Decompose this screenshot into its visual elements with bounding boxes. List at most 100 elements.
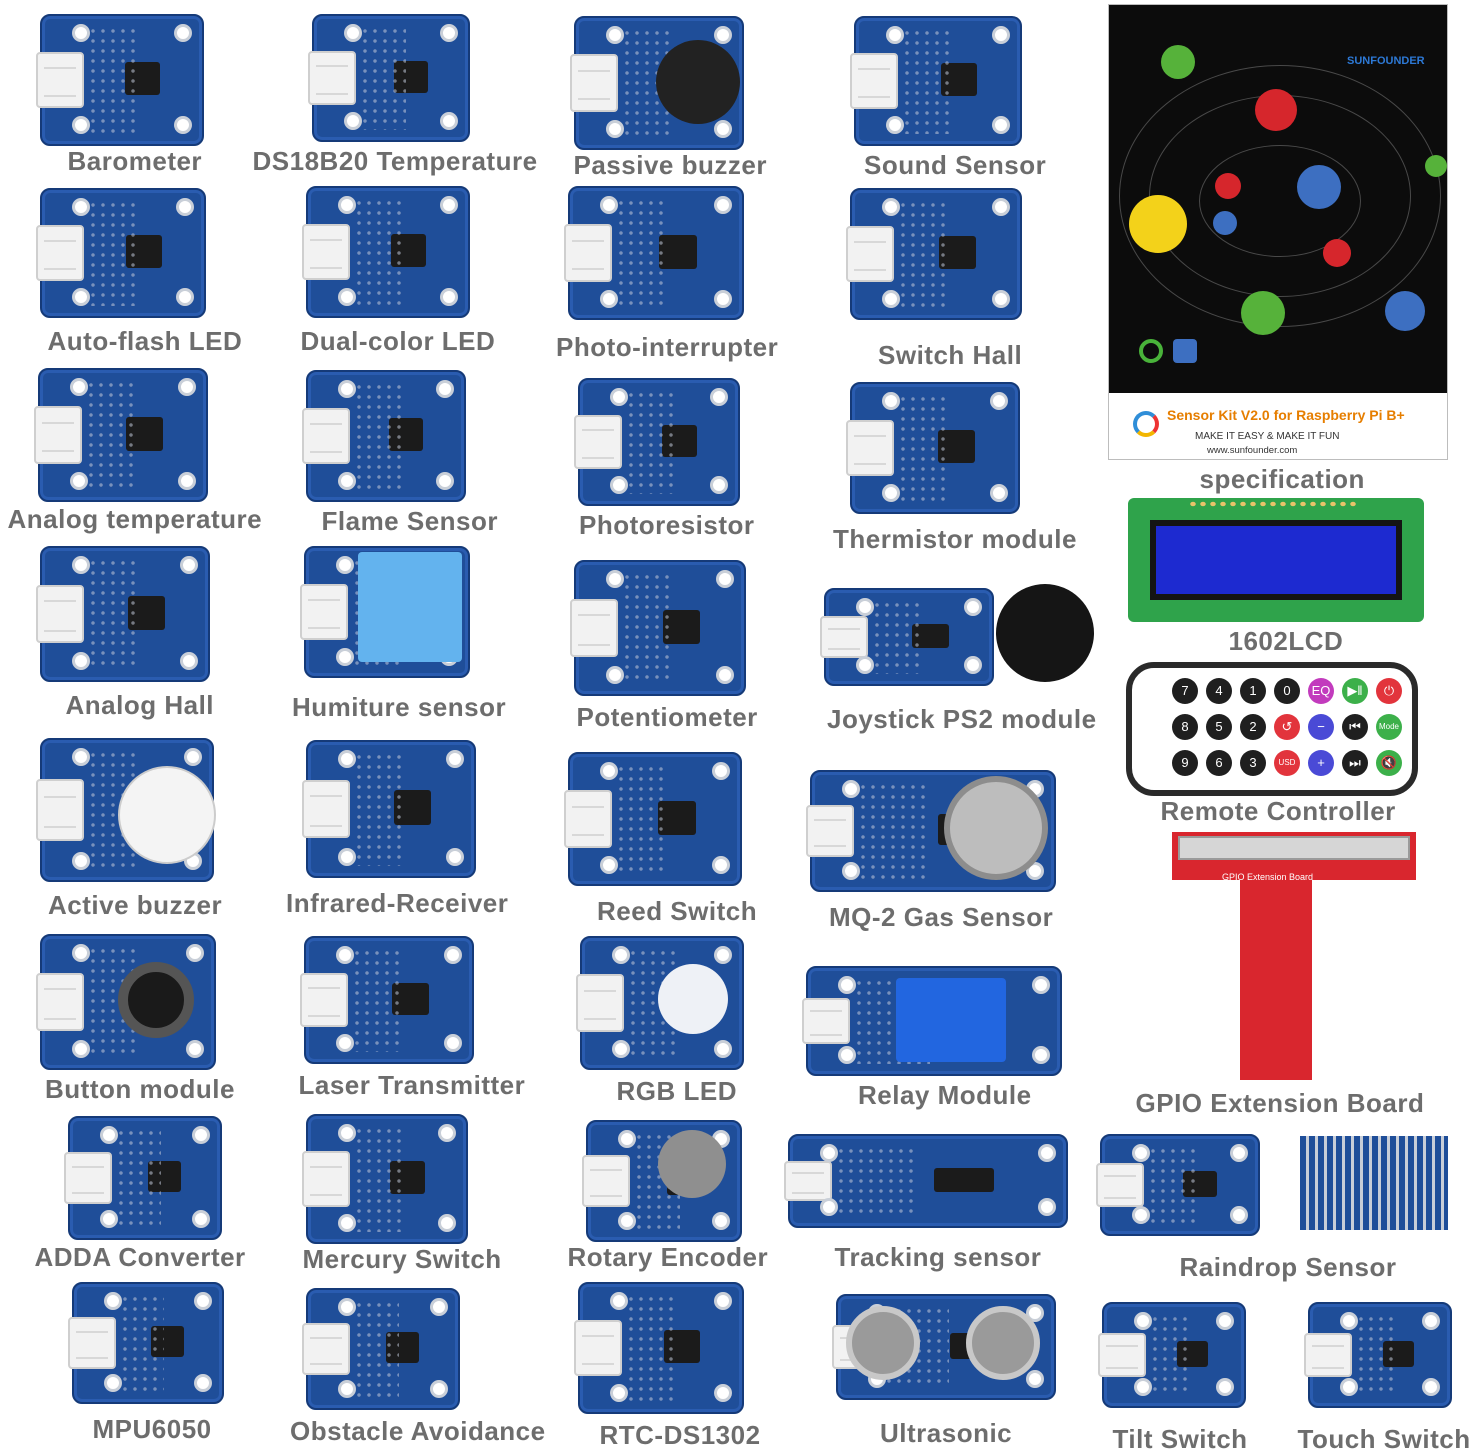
sound-sensor-board bbox=[850, 16, 1022, 146]
laser-transmitter-board bbox=[300, 936, 474, 1064]
ultrasonic-eye-left-icon bbox=[846, 1306, 920, 1380]
remote-key: 1 bbox=[1240, 678, 1266, 704]
tracking-sensor-board bbox=[784, 1134, 1068, 1228]
dual-color-led-label: Dual-color LED bbox=[300, 326, 496, 356]
analog-hall-label: Analog Hall bbox=[65, 690, 215, 720]
rgb-led-icon bbox=[658, 964, 728, 1034]
switch-hall-label: Switch Hall bbox=[878, 340, 1023, 370]
remote-key: USD bbox=[1274, 750, 1300, 776]
remote-key: + bbox=[1308, 750, 1334, 776]
switch-hall-board bbox=[846, 188, 1022, 320]
barometer-board bbox=[36, 14, 204, 146]
obstacle-avoidance-label: Obstacle Avoidance bbox=[290, 1416, 546, 1446]
mercury-switch-label: Mercury Switch bbox=[302, 1244, 502, 1274]
1602lcd-label: 1602LCD bbox=[1228, 626, 1344, 656]
flame-sensor-board bbox=[302, 370, 466, 502]
remote-key: 4 bbox=[1206, 678, 1232, 704]
remote-key: 8 bbox=[1172, 714, 1198, 740]
poster-url: www.sunfounder.com bbox=[1207, 445, 1298, 456]
potentiometer-label: Potentiometer bbox=[576, 702, 758, 732]
remote-key: 2 bbox=[1240, 714, 1266, 740]
mpu6050-label: MPU6050 bbox=[92, 1414, 212, 1444]
infrared-receiver-board bbox=[302, 740, 476, 878]
rgb-led-label: RGB LED bbox=[616, 1076, 737, 1106]
analog-temperature-label: Analog temperature bbox=[7, 504, 263, 534]
remote-key: − bbox=[1308, 714, 1334, 740]
remote-key: ⏮ bbox=[1342, 714, 1368, 740]
remote-key: 3 bbox=[1240, 750, 1266, 776]
mercury-switch-board bbox=[302, 1114, 468, 1244]
gpio-header bbox=[1178, 836, 1410, 860]
rtc-ds1302-board bbox=[574, 1282, 744, 1414]
tilt-switch-label: Tilt Switch bbox=[1112, 1424, 1248, 1454]
tilt-switch-board bbox=[1098, 1302, 1246, 1408]
flame-sensor-label: Flame Sensor bbox=[321, 506, 499, 536]
humidity-sensor-grid-icon bbox=[358, 552, 462, 662]
gpio-board-stem bbox=[1240, 880, 1312, 1080]
poster-title: Sensor Kit V2.0 for Raspberry Pi B+ bbox=[1167, 407, 1405, 423]
raindrop-sensor-board bbox=[1096, 1134, 1260, 1236]
obstacle-avoidance-board bbox=[302, 1288, 460, 1410]
kit-specification-poster: SUNFOUNDER Sensor Kit V2.0 for Raspberry… bbox=[1108, 4, 1448, 460]
photoresistor-board bbox=[574, 378, 740, 506]
ds18b20-temperature-label: DS18B20 Temperature bbox=[252, 146, 538, 176]
touch-switch-board bbox=[1304, 1302, 1452, 1408]
barometer-label: Barometer bbox=[67, 146, 203, 176]
active-buzzer-icon bbox=[118, 766, 216, 864]
remote-controller-label: Remote Controller bbox=[1160, 796, 1396, 826]
passive-buzzer-label: Passive buzzer bbox=[573, 150, 767, 180]
gpio-board-silkscreen: GPIO Extension Board bbox=[1222, 872, 1314, 882]
ultrasonic-label: Ultrasonic bbox=[880, 1418, 1013, 1448]
thermistor-module-board bbox=[846, 382, 1020, 514]
button-cap-icon bbox=[118, 962, 194, 1038]
reed-switch-board bbox=[564, 752, 742, 886]
solar-system-artwork: SUNFOUNDER bbox=[1109, 5, 1447, 393]
gas-sensor-mesh-icon bbox=[944, 776, 1048, 880]
adda-converter-board bbox=[64, 1116, 222, 1240]
remote-key: ↺ bbox=[1274, 714, 1300, 740]
rtc-ds1302-label: RTC-DS1302 bbox=[599, 1420, 761, 1450]
tracking-sensor-label: Tracking sensor bbox=[834, 1242, 1042, 1272]
laser-transmitter-label: Laser Transmitter bbox=[298, 1070, 526, 1100]
remote-key: Mode bbox=[1376, 714, 1402, 740]
active-buzzer-label: Active buzzer bbox=[48, 890, 223, 920]
touch-switch-label: Touch Switch bbox=[1297, 1424, 1471, 1454]
remote-key: 0 bbox=[1274, 678, 1300, 704]
thermistor-module-label: Thermistor module bbox=[833, 524, 1077, 554]
dual-color-led-board bbox=[302, 186, 470, 318]
mq-2-gas-sensor-label: MQ-2 Gas Sensor bbox=[829, 902, 1054, 932]
poster-tagline: MAKE IT EASY & MAKE IT FUN bbox=[1195, 431, 1340, 442]
rotary-encoder-label: Rotary Encoder bbox=[567, 1242, 769, 1272]
remote-key: 🔇 bbox=[1376, 750, 1402, 776]
joystick-ps2-module-label: Joystick PS2 module bbox=[827, 704, 1097, 734]
sound-sensor-label: Sound Sensor bbox=[864, 150, 1047, 180]
joystick-cap-icon bbox=[996, 584, 1094, 682]
remote-key: 6 bbox=[1206, 750, 1232, 776]
reed-switch-label: Reed Switch bbox=[597, 896, 758, 926]
specification-label: specification bbox=[1199, 464, 1365, 494]
remote-key: 7 bbox=[1172, 678, 1198, 704]
potentiometer-board bbox=[570, 560, 746, 696]
sunfounder-logo-icon bbox=[1133, 411, 1159, 437]
mpu6050-board bbox=[68, 1282, 224, 1404]
photo-interrupter-board bbox=[564, 186, 744, 320]
remote-key: ⏻ bbox=[1376, 678, 1402, 704]
ultrasonic-eye-right-icon bbox=[966, 1306, 1040, 1380]
remote-key: EQ bbox=[1308, 678, 1334, 704]
button-module-label: Button module bbox=[45, 1074, 235, 1104]
remote-key: ⏭ bbox=[1342, 750, 1368, 776]
analog-hall-board bbox=[36, 546, 210, 682]
rotary-knob-icon bbox=[658, 1130, 726, 1198]
auto-flash-led-label: Auto-flash LED bbox=[47, 326, 243, 356]
humiture-sensor-label: Humiture sensor bbox=[292, 692, 507, 722]
photo-interrupter-label: Photo-interrupter bbox=[556, 332, 779, 362]
relay-block-icon bbox=[896, 978, 1006, 1062]
lcd-1602-image bbox=[1128, 498, 1424, 622]
gpio-extension-board-label: GPIO Extension Board bbox=[1135, 1088, 1425, 1118]
remote-key: 9 bbox=[1172, 750, 1198, 776]
relay-module-label: Relay Module bbox=[858, 1080, 1032, 1110]
remote-key: 5 bbox=[1206, 714, 1232, 740]
infrared-receiver-label: Infrared-Receiver bbox=[286, 888, 509, 918]
raindrop-sensor-label: Raindrop Sensor bbox=[1179, 1252, 1397, 1282]
